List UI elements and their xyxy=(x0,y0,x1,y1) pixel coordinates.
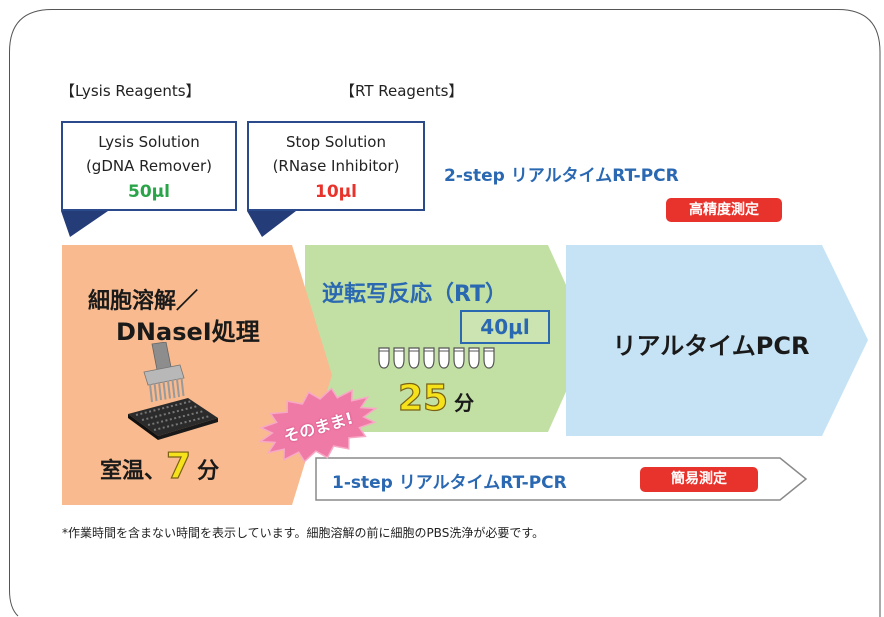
lysis-solution-subtitle: (gDNA Remover) xyxy=(85,157,213,175)
stop-callout-box xyxy=(247,121,425,211)
lysis-time-value: 7 xyxy=(165,445,192,487)
footnote: *作業時間を含まない時間を表示しています。細胞溶解の前に細胞のPBS洗浄が必要で… xyxy=(62,526,545,540)
pcr-tube-icon xyxy=(438,347,450,369)
one-step-label: 1-step リアルタイムRT-PCR xyxy=(332,473,567,493)
outer-frame xyxy=(9,9,881,617)
pcr-tube-icon xyxy=(378,347,390,369)
rt-volume-box: 40μl xyxy=(460,310,550,344)
lysis-time-unit: 分 xyxy=(197,459,220,484)
rt-step-title: 逆転写反応（RT） xyxy=(322,282,507,307)
pcr-tube-icon xyxy=(483,347,495,369)
stop-solution-volume: 10μl xyxy=(315,182,357,202)
pcr-step-title: リアルタイムPCR xyxy=(612,332,810,360)
multichannel-pipette-plate-icon xyxy=(122,341,222,440)
pcr-tube-icon xyxy=(468,347,480,369)
lysis-callout-box xyxy=(61,121,237,211)
rt-arrow xyxy=(305,245,590,432)
pcr-tube-icon xyxy=(453,347,465,369)
lysis-solution-name: Lysis Solution xyxy=(98,133,200,151)
pcr-tube-icon xyxy=(408,347,420,369)
high-precision-badge: 高精度測定 xyxy=(666,198,782,222)
rt-time-unit: 分 xyxy=(454,391,475,415)
pcr-tube-icon xyxy=(393,347,405,369)
rt-time-value: 25 xyxy=(397,377,449,419)
simple-measurement-badge: 簡易測定 xyxy=(640,467,758,492)
two-step-label: 2-step リアルタイムRT-PCR xyxy=(444,166,679,186)
lysis-solution-volume: 50μl xyxy=(128,182,170,202)
stop-solution-name: Stop Solution xyxy=(286,133,386,151)
pcr-tube-row xyxy=(378,347,495,369)
lysis-step-title: 細胞溶解／ xyxy=(88,289,199,314)
pcr-arrow xyxy=(566,245,868,436)
pcr-tube-icon xyxy=(423,347,435,369)
dnase-step-title: DNaseⅠ処理 xyxy=(116,318,260,346)
lysis-time-prefix: 室温、 xyxy=(100,459,167,484)
stop-callout-pointer xyxy=(247,211,296,237)
stop-solution-subtitle: (RNase Inhibitor) xyxy=(272,157,400,175)
lysis-callout-pointer xyxy=(61,211,108,237)
starburst-icon xyxy=(258,387,378,463)
rt-reagents-header: 【RT Reagents】 xyxy=(340,82,464,100)
lysis-reagents-header: 【Lysis Reagents】 xyxy=(60,82,201,100)
